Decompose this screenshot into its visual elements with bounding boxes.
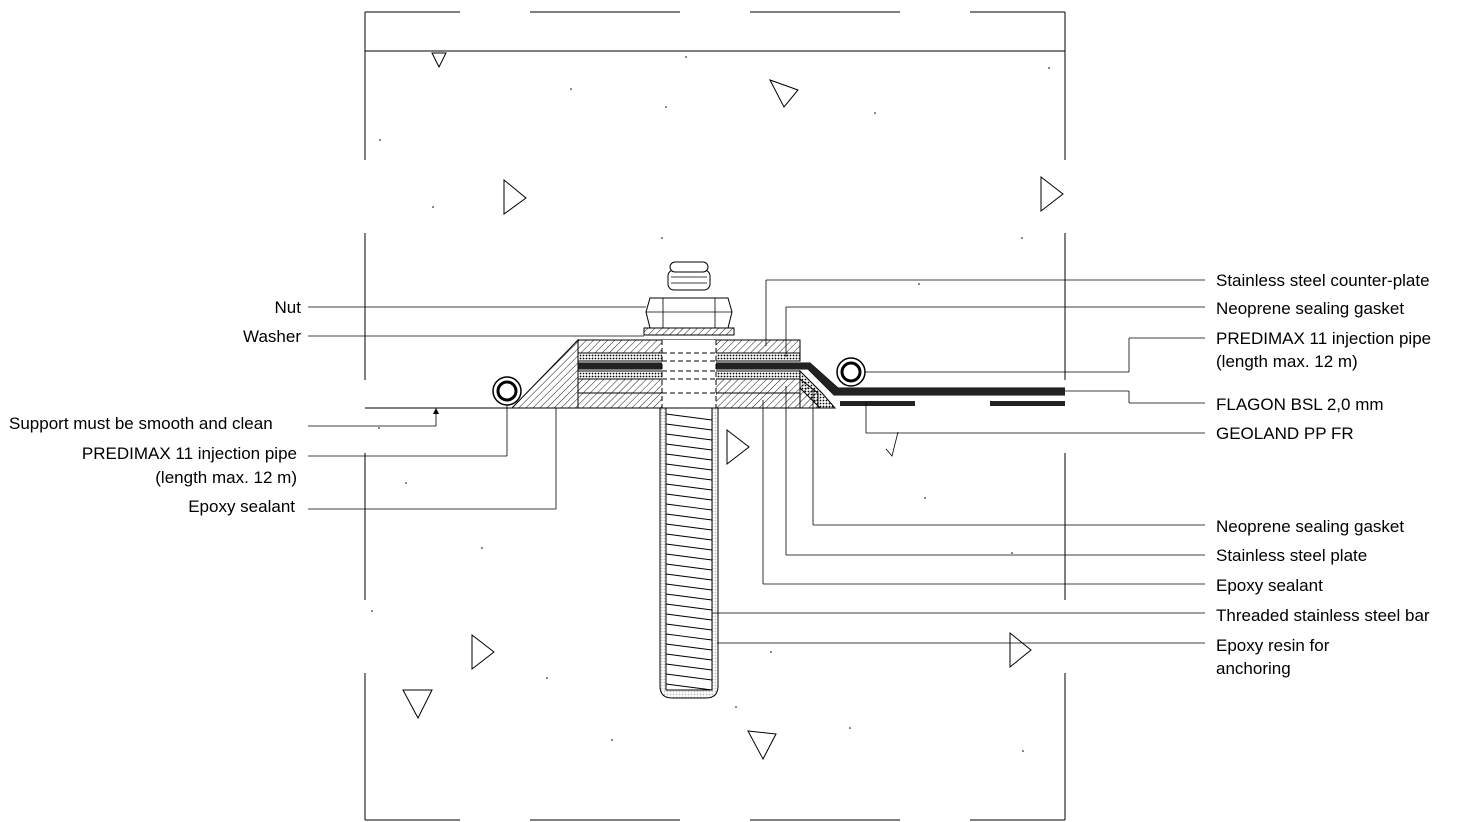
thread-line (665, 623, 713, 631)
thread-line (665, 563, 713, 571)
label-epoxy-sealant-right: Epoxy sealant (1216, 576, 1323, 595)
thread-line (665, 473, 713, 481)
thread-line (665, 453, 713, 461)
label-gasket-bottom: Neoprene sealing gasket (1216, 517, 1404, 536)
thread-line (665, 643, 713, 651)
label-nut: Nut (275, 298, 302, 317)
thread-line (665, 613, 713, 621)
washer (643, 327, 735, 336)
thread-line (665, 633, 713, 641)
label-resin-2: anchoring (1216, 659, 1291, 678)
epoxy-sealant-wedge (510, 338, 579, 409)
label-threaded-bar: Threaded stainless steel bar (1216, 606, 1430, 625)
flagon-membrane (578, 363, 1065, 395)
check-mark (885, 431, 899, 457)
thread-line (665, 433, 713, 441)
thread-line (665, 603, 713, 611)
leader-lines (308, 279, 1205, 644)
thread-line (665, 443, 713, 451)
thread-line (665, 663, 713, 671)
label-resin-1: Epoxy resin for (1216, 636, 1330, 655)
label-flagon: FLAGON BSL 2,0 mm (1216, 395, 1384, 414)
thread-line (665, 683, 713, 691)
concrete-aggregate-mark (503, 178, 527, 215)
concrete-aggregate-mark (768, 79, 799, 108)
thread-line (665, 503, 713, 511)
concrete-aggregate-mark (402, 689, 433, 720)
geoland-strip (840, 401, 915, 406)
concrete-aggregate-mark (471, 633, 495, 671)
thread-line (665, 673, 713, 681)
bar-top-thread (667, 269, 711, 291)
threaded-bar-assembly (643, 261, 735, 699)
label-epoxy-sealant-left: Epoxy sealant (188, 497, 295, 516)
labels-right: Stainless steel counter-plate Neoprene s… (1216, 271, 1431, 678)
label-pipe-left-1: PREDIMAX 11 injection pipe (82, 444, 297, 463)
labels-left: Nut Washer Support must be smooth and cl… (9, 298, 301, 516)
thread-line (665, 523, 713, 531)
bar-threads (665, 413, 713, 691)
concrete-slab (364, 11, 1066, 821)
thread-line (665, 653, 713, 661)
concrete-aggregate-mark (747, 730, 777, 761)
label-counter-plate: Stainless steel counter-plate (1216, 271, 1430, 290)
thread-line (665, 413, 713, 421)
bar-tip (669, 261, 709, 273)
thread-line (665, 493, 713, 501)
thread-line (665, 423, 713, 431)
label-support: Support must be smooth and clean (9, 414, 273, 433)
label-pipe-left-2: (length max. 12 m) (155, 468, 297, 487)
thread-line (665, 513, 713, 521)
concrete-aggregate-mark (1009, 631, 1032, 669)
thread-line (665, 573, 713, 581)
concrete-aggregate-mark (431, 52, 447, 69)
thread-line (665, 543, 713, 551)
thread-line (665, 533, 713, 541)
concrete-aggregate-mark (1040, 175, 1064, 213)
thread-line (665, 553, 713, 561)
label-pipe-right-2: (length max. 12 m) (1216, 352, 1358, 371)
nut (645, 297, 733, 329)
sealing-stack (365, 338, 1065, 457)
thread-line (665, 583, 713, 591)
geoland-strip (990, 401, 1065, 406)
label-gasket-top: Neoprene sealing gasket (1216, 299, 1404, 318)
concrete-aggregate-mark (726, 428, 750, 466)
label-geoland: GEOLAND PP FR (1216, 424, 1354, 443)
thread-line (665, 463, 713, 471)
label-pipe-right-1: PREDIMAX 11 injection pipe (1216, 329, 1431, 348)
label-steel-plate: Stainless steel plate (1216, 546, 1367, 565)
label-washer: Washer (243, 327, 301, 346)
thread-line (665, 483, 713, 491)
thread-line (665, 593, 713, 601)
